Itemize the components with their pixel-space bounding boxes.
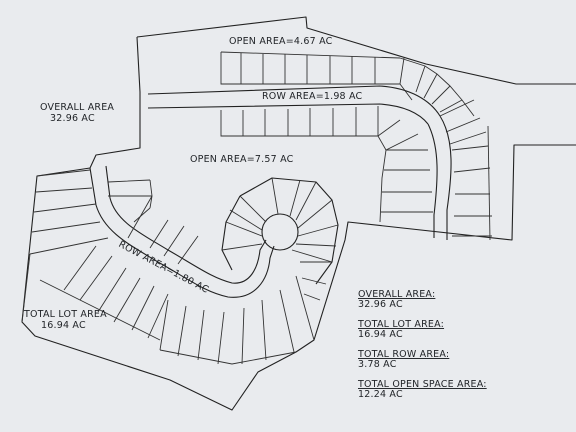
overall-area-title: OVERALL AREA (40, 102, 114, 113)
total-lot-area-value: 16.94 AC (41, 320, 86, 331)
cul-de-sac (221, 177, 339, 285)
open-area-top-label: OPEN AREA=4.67 AC (229, 36, 333, 47)
summary-row-value: 3.78 AC (358, 359, 397, 370)
total-lot-area-title: TOTAL LOT AREA (23, 309, 107, 320)
row-area-top-label: ROW AREA=1.98 AC (262, 91, 363, 102)
summary-open-label: TOTAL OPEN SPACE AREA: (357, 379, 487, 390)
property-boundary (21, 16, 576, 411)
overall-area-value: 32.96 AC (50, 113, 95, 124)
open-area-mid-label: OPEN AREA=7.57 AC (190, 154, 294, 165)
lower-road (89, 165, 275, 298)
left-lot-rows (21, 169, 199, 341)
upper-south-lot-row (220, 99, 492, 241)
summary-lot-value: 16.94 AC (358, 329, 403, 340)
summary-overall-label: OVERALL AREA: (358, 289, 435, 300)
bottom-lot-row (159, 261, 332, 365)
top-lot-row (220, 51, 475, 117)
summary-row-label: TOTAL ROW AREA: (357, 349, 449, 360)
area-summary: OVERALL AREA: 32.96 AC TOTAL LOT AREA: 1… (357, 289, 487, 400)
summary-open-value: 12.24 AC (358, 389, 403, 400)
upper-road (147, 85, 452, 240)
summary-lot-label: TOTAL LOT AREA: (357, 319, 444, 330)
summary-overall-value: 32.96 AC (358, 299, 403, 310)
